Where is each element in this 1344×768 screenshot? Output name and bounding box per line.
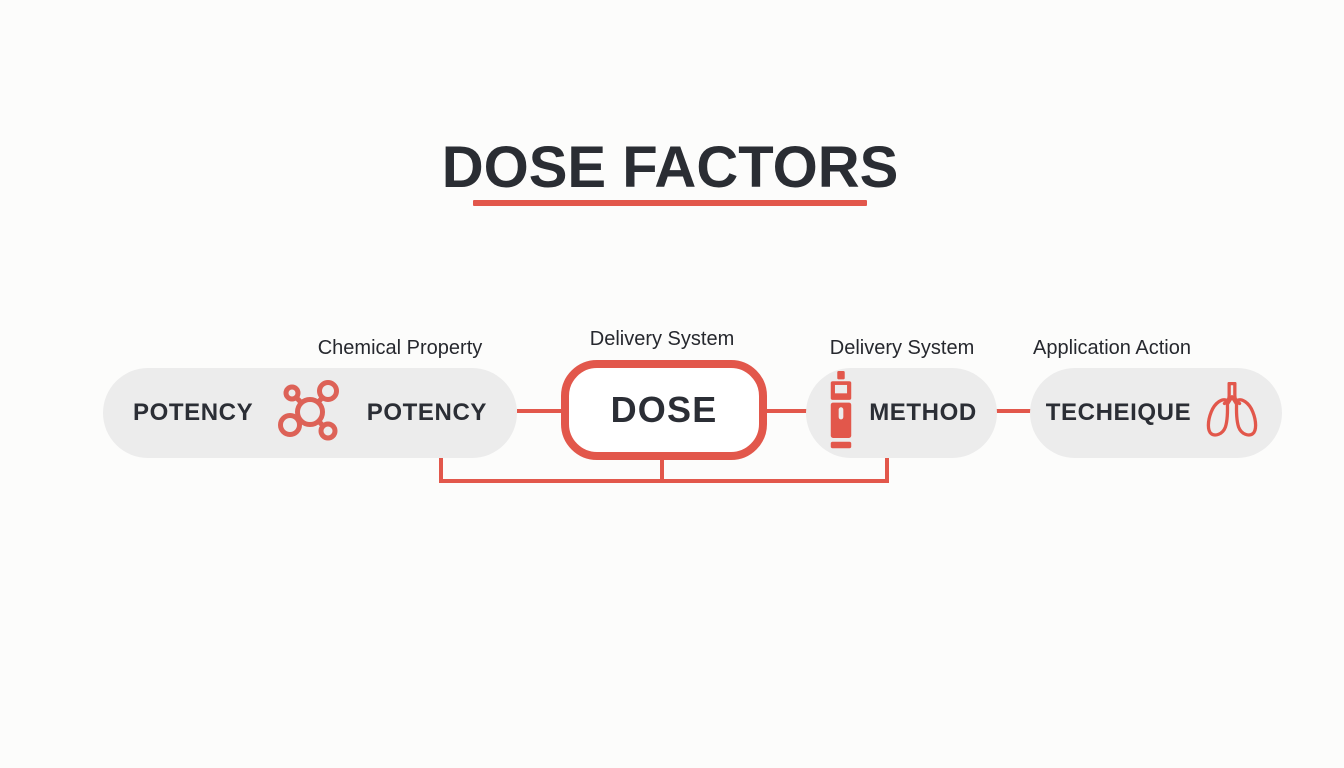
potency-label-right: POTENCY — [366, 399, 487, 426]
node-method: METHOD — [806, 368, 997, 458]
node-dose: DOSE — [561, 360, 767, 460]
connector-dose-method — [765, 409, 808, 413]
node-techeique: TECHEIQUE — [1030, 368, 1282, 458]
connector-method-techeique — [995, 409, 1032, 413]
lungs-icon — [1198, 377, 1266, 450]
title-underline — [473, 200, 867, 206]
label-chemical-property: Chemical Property — [317, 337, 483, 359]
page-title: DOSE FACTORS — [441, 135, 899, 200]
method-label: METHOD — [869, 399, 977, 426]
bracket-bottom-horizontal — [439, 479, 889, 483]
vape-pen-icon — [826, 370, 856, 456]
connector-potency-dose — [517, 409, 563, 413]
molecule-icon — [278, 379, 342, 448]
label-delivery-system-dose: Delivery System — [589, 328, 735, 350]
label-delivery-system-method: Delivery System — [829, 337, 975, 359]
node-potency: POTENCY POTENCY — [103, 368, 517, 458]
dose-label: DOSE — [610, 389, 718, 430]
bracket-left-vertical — [439, 457, 443, 483]
potency-label-left: POTENCY — [133, 399, 254, 426]
bracket-right-vertical — [885, 457, 889, 483]
techeique-label: TECHEIQUE — [1045, 399, 1192, 426]
dose-bottom-stem — [660, 458, 664, 483]
label-application-action: Application Action — [1033, 337, 1191, 359]
